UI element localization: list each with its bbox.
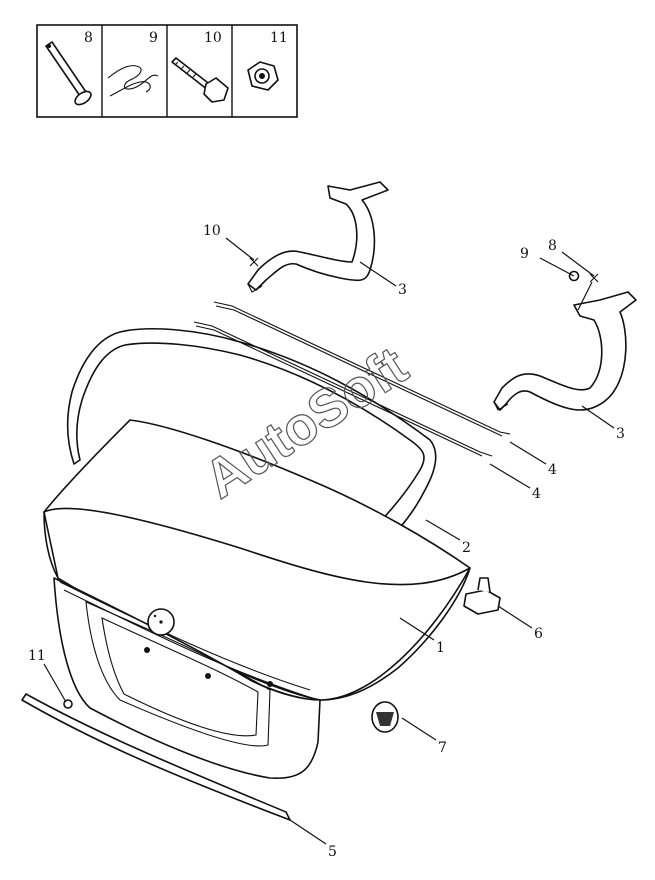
callout-3-left: 3: [398, 282, 407, 298]
callout-11: 11: [28, 648, 46, 664]
bump-stop: [463, 577, 501, 615]
callout-1: 1: [436, 640, 445, 656]
hardware-kit-table: 8 9 10 11: [36, 24, 298, 118]
kit-number-8: 8: [84, 30, 93, 46]
callout-4-lower: 4: [532, 486, 541, 502]
torsion-rods: [193, 301, 511, 457]
callout-labels: 10 3 9 8 3 4 4 2 6 1 11 7 5: [28, 223, 625, 860]
trunk-lid-panel: [43, 419, 471, 780]
spring-clip-icon: [107, 65, 159, 97]
trim-molding-strip: [21, 693, 291, 821]
callout-5: 5: [328, 844, 337, 860]
leader-lines: [43, 237, 615, 845]
hinge-right: [493, 291, 637, 411]
trunk-weatherstrip-seal: [66, 328, 437, 553]
callout-7: 7: [438, 740, 447, 756]
nut-icon: [247, 61, 279, 91]
kit-number-9: 9: [149, 30, 158, 46]
callout-3-right: 3: [616, 426, 625, 442]
hinge-left: [247, 181, 389, 293]
emblem-badge: [371, 701, 399, 733]
callout-4-upper: 4: [548, 462, 557, 478]
callout-8: 8: [548, 238, 557, 254]
kit-number-11: 11: [270, 30, 288, 46]
callout-6: 6: [534, 626, 543, 642]
callout-2: 2: [462, 540, 471, 556]
callout-9: 9: [520, 246, 529, 262]
callout-10: 10: [203, 223, 221, 239]
bolt-icon: [171, 57, 229, 103]
kit-number-10: 10: [204, 30, 222, 46]
pin-icon: [45, 41, 92, 106]
